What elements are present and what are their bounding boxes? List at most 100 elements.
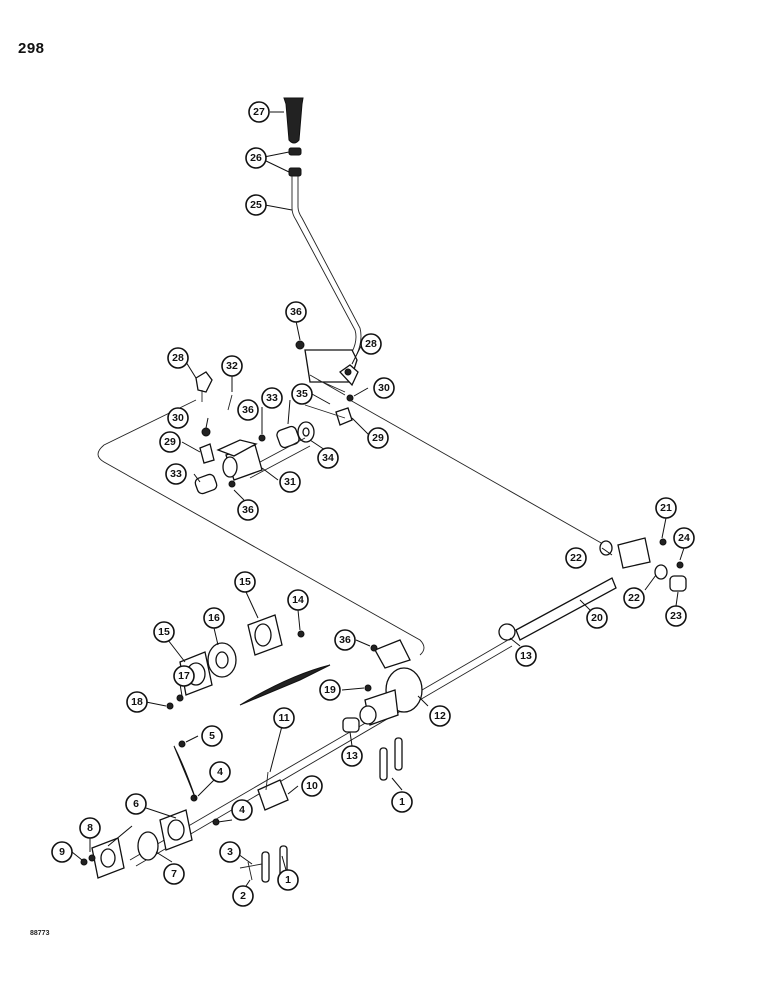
callout-label: 5 — [209, 730, 215, 742]
callout-3: 3 — [219, 841, 241, 863]
callout-22: 22 — [565, 547, 587, 569]
callout-11: 11 — [273, 707, 295, 729]
callout-label: 33 — [170, 468, 182, 480]
callout-label: 30 — [378, 382, 390, 394]
callout-label: 29 — [372, 432, 384, 444]
callout-4: 4 — [209, 761, 231, 783]
callout-label: 13 — [520, 650, 532, 662]
callout-bubbles: 27 26 25 36 28 28 32 30 30 35 33 36 29 2… — [51, 101, 695, 907]
callout-label: 4 — [217, 766, 223, 778]
callout-1: 1 — [391, 791, 413, 813]
callout-label: 31 — [284, 476, 296, 488]
callout-label: 1 — [399, 796, 405, 808]
callout-label: 21 — [660, 502, 672, 514]
callout-30: 30 — [373, 377, 395, 399]
callout-label: 20 — [591, 612, 603, 624]
callout-label: 35 — [296, 388, 308, 400]
callout-label: 30 — [172, 412, 184, 424]
callout-36: 36 — [237, 499, 259, 521]
callout-label: 11 — [278, 712, 289, 724]
callout-14: 14 — [287, 589, 309, 611]
callout-22: 22 — [623, 587, 645, 609]
callout-label: 6 — [133, 798, 139, 810]
callout-7: 7 — [163, 863, 185, 885]
callout-15: 15 — [153, 621, 175, 643]
callout-label: 17 — [178, 670, 190, 682]
callout-8: 8 — [79, 817, 101, 839]
callout-5: 5 — [201, 725, 223, 747]
callout-27: 27 — [248, 101, 270, 123]
callout-label: 34 — [322, 452, 334, 464]
shift-lever-assembly — [194, 97, 362, 495]
callout-label: 16 — [208, 612, 220, 624]
callout-label: 4 — [239, 804, 245, 816]
callout-label: 36 — [290, 306, 302, 318]
callout-label: 33 — [266, 392, 278, 404]
callout-label: 10 — [306, 780, 318, 792]
callout-33: 33 — [261, 387, 283, 409]
callout-label: 25 — [250, 199, 262, 211]
callout-12: 12 — [429, 705, 451, 727]
callout-label: 22 — [570, 552, 582, 564]
callout-29: 29 — [159, 431, 181, 453]
callout-26: 26 — [245, 147, 267, 169]
callout-33: 33 — [165, 463, 187, 485]
callout-18: 18 — [126, 691, 148, 713]
callout-24: 24 — [673, 527, 695, 549]
callout-label: 32 — [226, 360, 238, 372]
callout-label: 22 — [628, 592, 640, 604]
callout-label: 27 — [253, 106, 265, 118]
callout-13: 13 — [341, 745, 363, 767]
callout-label: 14 — [292, 594, 304, 606]
callout-label: 28 — [365, 338, 377, 350]
leader-lines — [71, 111, 685, 887]
callout-35: 35 — [291, 383, 313, 405]
callout-label: 26 — [250, 152, 262, 164]
callout-19: 19 — [319, 679, 341, 701]
callout-28: 28 — [167, 347, 189, 369]
callout-label: 15 — [239, 576, 251, 588]
callout-4: 4 — [231, 799, 253, 821]
callout-label: 28 — [172, 352, 184, 364]
callout-21: 21 — [655, 497, 677, 519]
callout-32: 32 — [221, 355, 243, 377]
callout-label: 15 — [158, 626, 170, 638]
figure-code: 88773 — [30, 930, 50, 937]
callout-36: 36 — [285, 301, 307, 323]
callout-17: 17 — [173, 665, 195, 687]
callout-label: 8 — [87, 822, 93, 834]
callout-25: 25 — [245, 194, 267, 216]
callout-15: 15 — [234, 571, 256, 593]
callout-31: 31 — [279, 471, 301, 493]
callout-label: 18 — [131, 696, 143, 708]
callout-label: 29 — [164, 436, 176, 448]
callout-2: 2 — [232, 885, 254, 907]
callout-label: 12 — [434, 710, 446, 722]
callout-label: 36 — [242, 504, 254, 516]
callout-30: 30 — [167, 407, 189, 429]
callout-20: 20 — [586, 607, 608, 629]
callout-label: 36 — [339, 634, 351, 646]
callout-9: 9 — [51, 841, 73, 863]
shift-rail-assembly — [498, 537, 687, 641]
callout-13: 13 — [515, 645, 537, 667]
callout-10: 10 — [301, 775, 323, 797]
callout-16: 16 — [203, 607, 225, 629]
callout-label: 3 — [227, 846, 233, 858]
callout-34: 34 — [317, 447, 339, 469]
callout-label: 2 — [240, 890, 246, 902]
callout-label: 9 — [59, 846, 65, 858]
callout-label: 1 — [285, 874, 291, 886]
lower-shift-assembly — [80, 614, 513, 883]
callout-label: 19 — [324, 684, 336, 696]
callout-label: 7 — [171, 868, 177, 880]
page-number: 298 — [18, 40, 45, 57]
callout-29: 29 — [367, 427, 389, 449]
callout-label: 36 — [242, 404, 254, 416]
callout-28: 28 — [360, 333, 382, 355]
callout-label: 13 — [346, 750, 358, 762]
callout-label: 24 — [678, 532, 690, 544]
callout-23: 23 — [665, 605, 687, 627]
callout-36: 36 — [334, 629, 356, 651]
